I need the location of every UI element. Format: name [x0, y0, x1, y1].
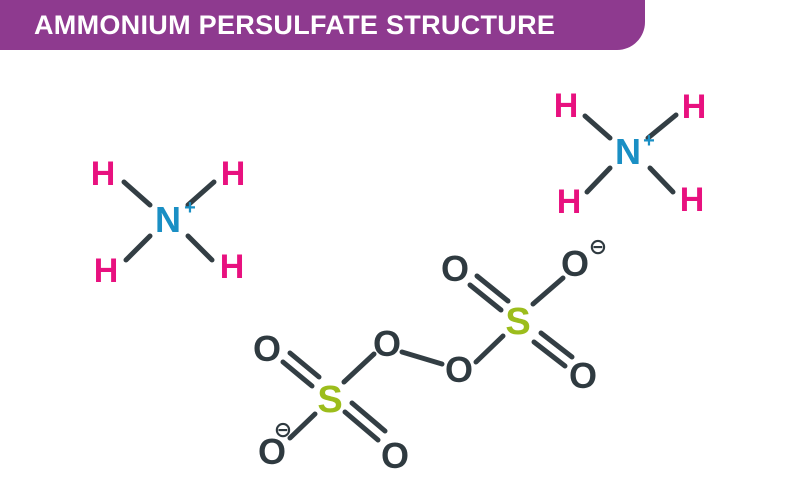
atom-n: N: [615, 131, 641, 172]
bond-s2-o5: [473, 333, 506, 365]
bond-n2-h2: [645, 112, 679, 141]
atom-h: H: [682, 88, 707, 126]
charge-negative: ⊖: [589, 234, 607, 259]
bond-n1-h1: [121, 179, 153, 208]
charge-positive: +: [184, 197, 196, 219]
bond-n2-h4: [647, 165, 676, 195]
bond-o-o-peroxide: [399, 349, 445, 367]
atom-h: H: [557, 183, 582, 221]
atom-o: O: [253, 328, 281, 369]
atom-o: O: [373, 323, 401, 364]
ammonium-right: H H H H N +: [554, 87, 707, 221]
atom-o: O: [258, 431, 286, 472]
page-title: AMMONIUM PERSULFATE STRUCTURE: [34, 9, 556, 40]
atom-o: O: [445, 349, 473, 390]
bond-s1-o4-b: [349, 400, 388, 434]
ammonium-left: H H H H N +: [91, 155, 246, 290]
bond-n1-h3: [123, 233, 153, 263]
atom-o: O: [561, 243, 589, 284]
atom-h: H: [680, 181, 705, 219]
bond-s2-o8-b: [538, 330, 575, 360]
atom-o: O: [381, 435, 409, 476]
atom-h: H: [220, 248, 245, 286]
title-banner: AMMONIUM PERSULFATE STRUCTURE: [0, 0, 645, 50]
atom-s: S: [317, 379, 342, 421]
bond-n1-h2: [185, 179, 217, 208]
atom-h: H: [554, 87, 579, 125]
bond-s1-o1-b: [287, 350, 322, 380]
atom-h: H: [94, 252, 119, 290]
persulfate-atoms: O O O S O ⊖ O O S O ⊖ O: [253, 234, 607, 476]
charge-negative: ⊖: [274, 417, 292, 442]
bond-s2-o6-a: [467, 282, 504, 313]
bond-n1-h4: [185, 233, 215, 263]
bond-s2-o7: [530, 275, 566, 307]
atom-h: H: [221, 155, 246, 193]
atom-s: S: [505, 301, 530, 343]
bond-s2-o6-b: [474, 273, 511, 304]
bond-n2-h3: [584, 165, 613, 195]
atom-n: N: [155, 199, 181, 240]
bond-s1-o3: [287, 411, 318, 441]
charge-positive: +: [643, 130, 655, 152]
bond-n2-h1: [582, 113, 613, 141]
persulfate-bonds: [280, 273, 575, 443]
atom-o: O: [441, 248, 469, 289]
bond-s1-o4-a: [342, 409, 381, 443]
bond-s1-o2: [341, 351, 377, 385]
atom-h: H: [91, 155, 116, 193]
atom-o: O: [569, 355, 597, 396]
bond-s1-o1-a: [280, 359, 315, 389]
bond-s2-o8-a: [531, 339, 568, 369]
